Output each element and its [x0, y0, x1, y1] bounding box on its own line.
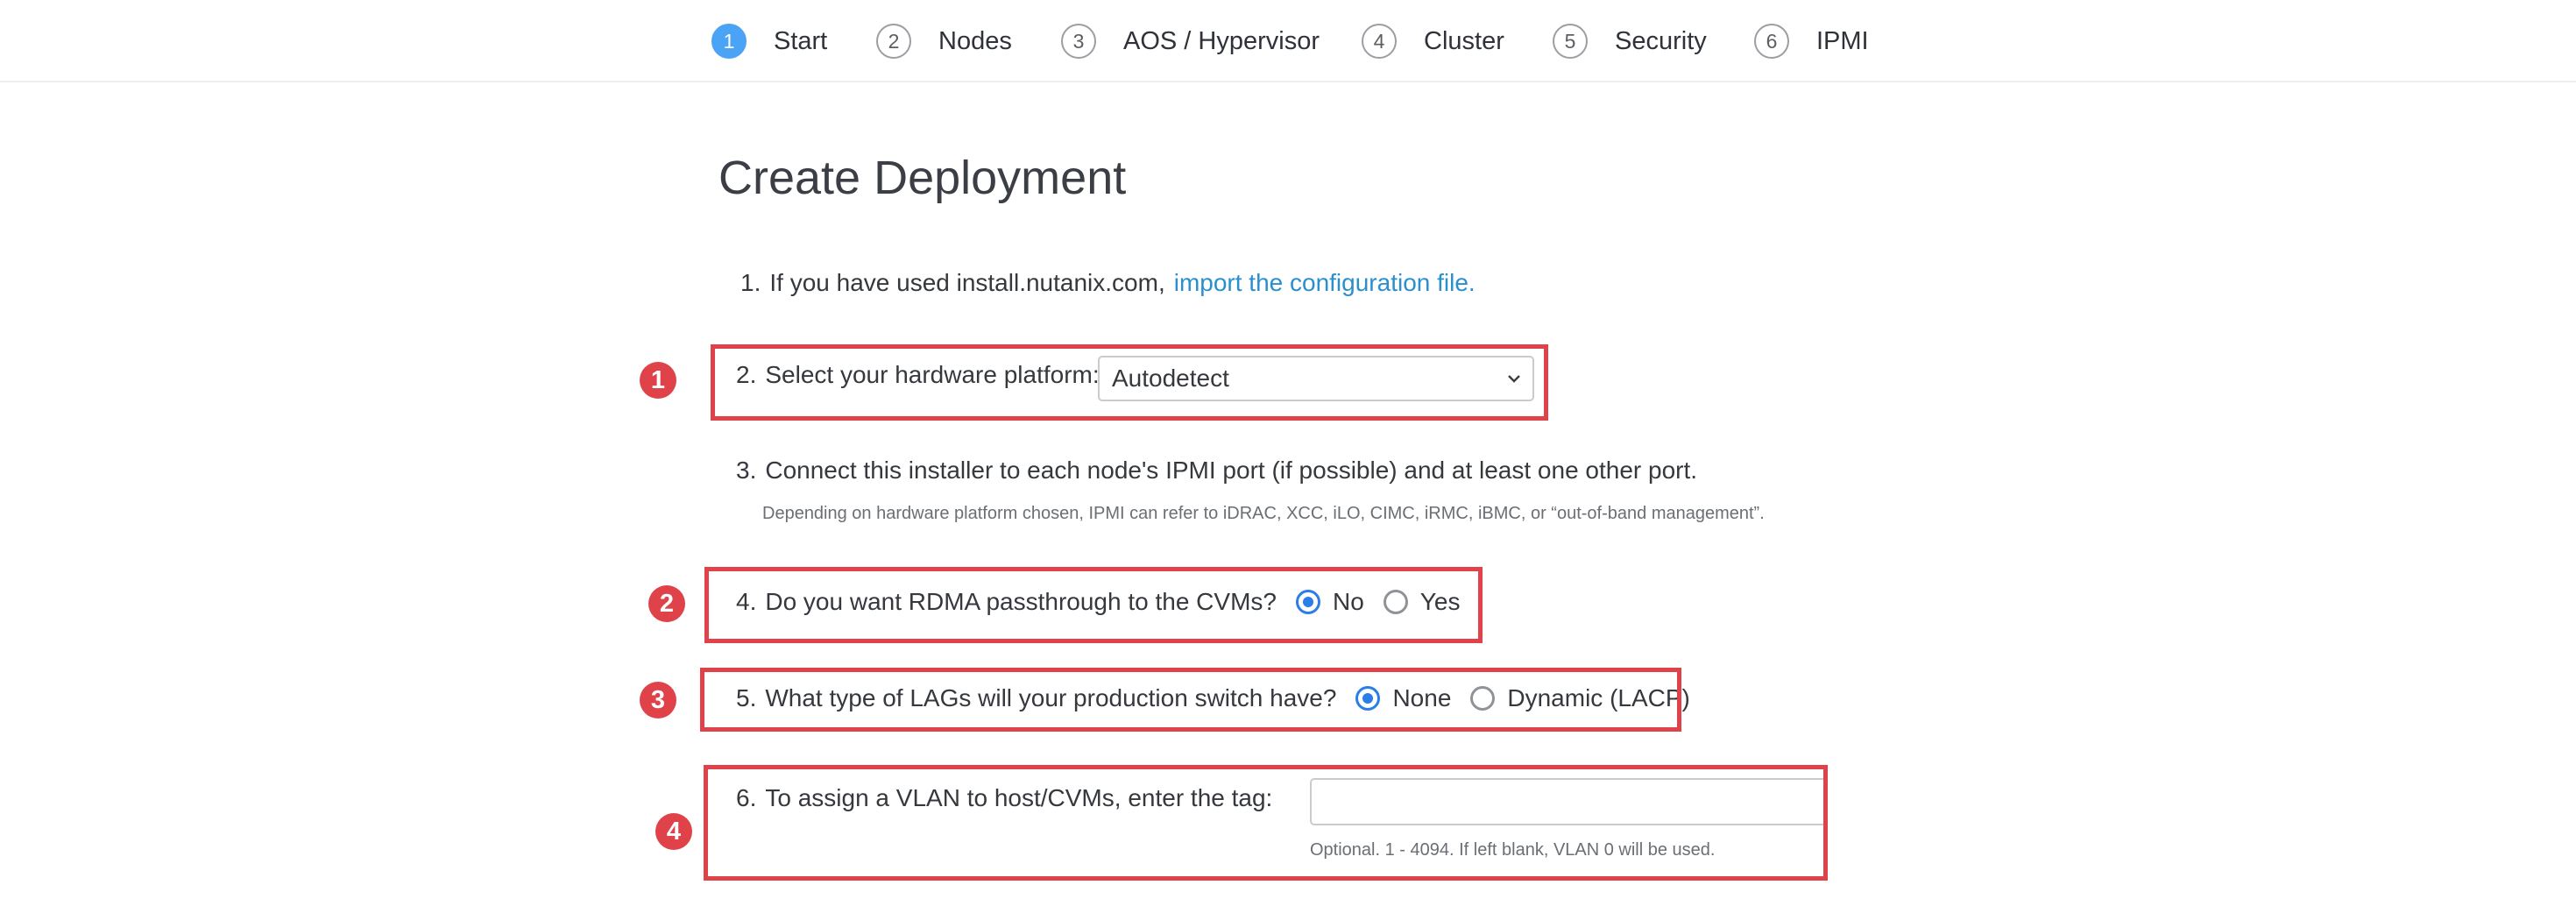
rdma-radio-yes[interactable]: Yes: [1383, 588, 1461, 616]
wizard-stepper: 1 Start 2 Nodes 3 AOS / Hypervisor 4 Clu…: [0, 0, 2576, 82]
radio-selected-icon: [1355, 686, 1381, 711]
rdma-radio-no[interactable]: No: [1295, 588, 1364, 616]
item-text: Do you want RDMA passthrough to the CVMs…: [765, 588, 1277, 615]
instruction-connect-ipmi: 3. Connect this installer to each node's…: [736, 457, 1697, 485]
step-number-circle: 2: [876, 24, 911, 59]
step-start[interactable]: 1 Start: [711, 23, 827, 60]
radio-unselected-icon: [1470, 686, 1496, 711]
step-label: IPMI: [1816, 26, 1869, 55]
annotation-badge: 3: [640, 682, 676, 718]
item-text: Select your hardware platform:: [765, 361, 1100, 388]
chevron-down-icon: [1508, 375, 1520, 383]
instruction-lags: 5. What type of LAGs will your productio…: [736, 684, 1690, 712]
vlan-hint: Optional. 1 - 4094. If left blank, VLAN …: [1310, 840, 1716, 860]
item-text: Connect this installer to each node's IP…: [765, 457, 1698, 484]
hardware-platform-select[interactable]: Autodetect: [1098, 356, 1534, 401]
radio-label: Yes: [1419, 588, 1461, 615]
step-cluster[interactable]: 4 Cluster: [1362, 23, 1504, 60]
highlight-box: [700, 668, 1681, 732]
lag-radio-none[interactable]: None: [1355, 684, 1451, 712]
step-label: Security: [1615, 26, 1707, 55]
step-nodes[interactable]: 2 Nodes: [876, 23, 1012, 60]
radio-selected-icon: [1295, 590, 1320, 614]
item-number: 5.: [736, 684, 757, 711]
import-config-link[interactable]: import the configuration file.: [1173, 269, 1476, 296]
step-number-circle: 1: [711, 24, 747, 59]
instruction-rdma: 4. Do you want RDMA passthrough to the C…: [736, 588, 1460, 616]
step-number-circle: 6: [1754, 24, 1789, 59]
radio-label: Dynamic (LACP): [1507, 684, 1690, 711]
step-number-circle: 4: [1362, 24, 1397, 59]
step-label: AOS / Hypervisor: [1123, 26, 1320, 55]
step-label: Start: [774, 26, 828, 55]
item-number: 6.: [736, 784, 757, 811]
annotation-badge: 1: [640, 362, 676, 399]
item-text: If you have used install.nutanix.com,: [769, 269, 1165, 296]
vlan-tag-input[interactable]: [1310, 778, 1827, 825]
step-ipmi[interactable]: 6 IPMI: [1754, 23, 1869, 60]
instruction-vlan: 6. To assign a VLAN to host/CVMs, enter …: [736, 784, 1272, 812]
item-text: What type of LAGs will your production s…: [765, 684, 1337, 711]
radio-label: No: [1332, 588, 1364, 615]
highlight-box: [704, 567, 1483, 643]
annotation-badge: 2: [648, 585, 685, 622]
radio-unselected-icon: [1383, 590, 1408, 614]
item-number: 1.: [740, 269, 761, 296]
item-number: 3.: [736, 457, 757, 484]
step-label: Cluster: [1424, 26, 1504, 55]
item-number: 2.: [736, 361, 757, 388]
step-label: Nodes: [938, 26, 1012, 55]
ipmi-hint: Depending on hardware platform chosen, I…: [762, 504, 1765, 523]
step-aos-hypervisor[interactable]: 3 AOS / Hypervisor: [1061, 23, 1320, 60]
instruction-import: 1. If you have used install.nutanix.com,…: [740, 269, 1476, 297]
highlight-box: [711, 344, 1548, 421]
lag-radio-dynamic-lacp[interactable]: Dynamic (LACP): [1470, 684, 1690, 712]
page-title: Create Deployment: [718, 152, 1127, 204]
step-security[interactable]: 5 Security: [1553, 23, 1707, 60]
radio-label: None: [1392, 684, 1452, 711]
step-number-circle: 3: [1061, 24, 1096, 59]
annotation-badge: 4: [655, 813, 692, 850]
instruction-hardware-platform: 2. Select your hardware platform:: [736, 361, 1100, 389]
select-value: Autodetect: [1112, 365, 1229, 392]
item-text: To assign a VLAN to host/CVMs, enter the…: [765, 784, 1273, 811]
highlight-box: [704, 765, 1828, 881]
step-number-circle: 5: [1553, 24, 1588, 59]
item-number: 4.: [736, 588, 757, 615]
